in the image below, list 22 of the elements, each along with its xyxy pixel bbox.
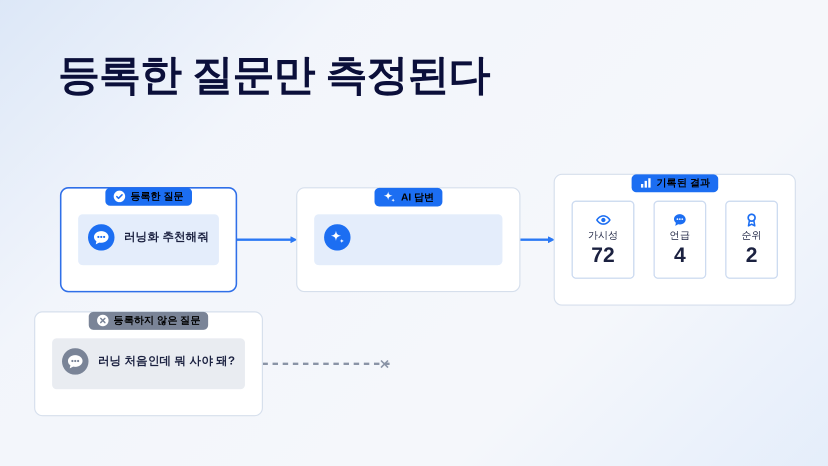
metric-value: 72 xyxy=(591,244,615,268)
question-text: 러닝화 추천해줘 xyxy=(124,230,210,245)
title: 등록한 질문만 측정된다 xyxy=(58,50,490,100)
metric-value: 4 xyxy=(674,244,686,268)
metric-card xyxy=(654,200,706,279)
metric-card xyxy=(725,200,778,279)
speech-bubble xyxy=(314,214,502,266)
arrow xyxy=(236,236,298,244)
dashed-connector xyxy=(262,360,390,368)
arrow xyxy=(520,236,555,244)
panel-title: 기록된 결과 xyxy=(656,176,710,190)
speech-bubble xyxy=(52,338,245,390)
metric-label: 가시성 xyxy=(588,229,618,243)
metric-label: 언급 xyxy=(670,229,690,243)
metric-label: 순위 xyxy=(741,229,762,243)
metric-card xyxy=(572,200,634,279)
panel-title: 등록하지 않은 질문 xyxy=(114,314,201,328)
panel-title: 등록한 질문 xyxy=(130,190,184,204)
question-text: 러닝 처음인데 뭐 사야 돼? xyxy=(98,354,236,370)
speech-bubble xyxy=(78,214,219,266)
metric-value: 2 xyxy=(746,244,758,268)
panel-title: AI 답변 xyxy=(401,190,434,204)
